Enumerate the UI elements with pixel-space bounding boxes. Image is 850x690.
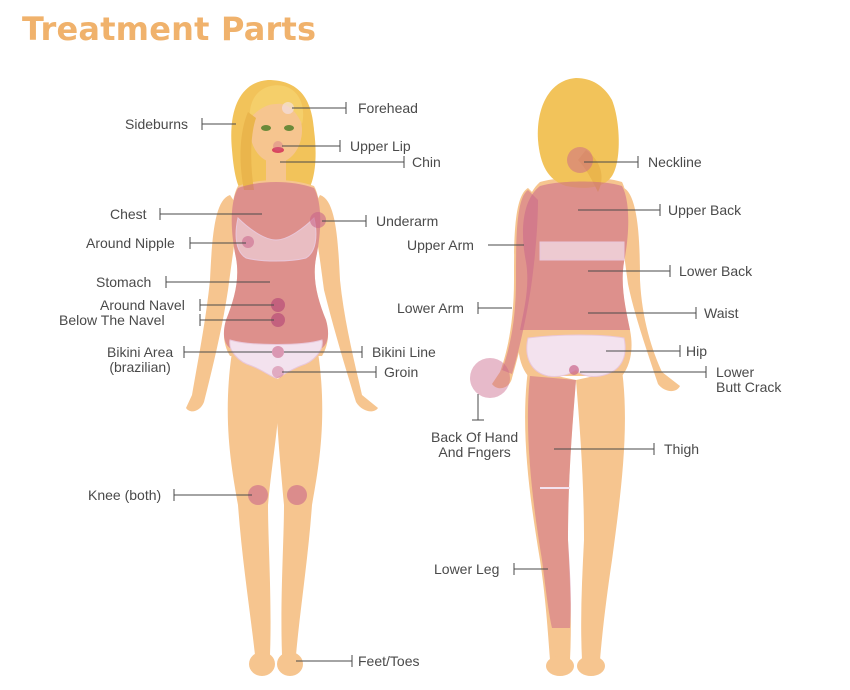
back-right-foot bbox=[577, 656, 605, 676]
front-groin-zone bbox=[272, 366, 284, 378]
label-lower-leg: Lower Leg bbox=[434, 561, 500, 577]
front-right-foot bbox=[277, 652, 303, 676]
leader-stomach bbox=[165, 276, 270, 288]
front-right-arm bbox=[312, 195, 378, 412]
label-below-navel: Below The Navel bbox=[59, 312, 165, 328]
leader-thigh bbox=[554, 443, 655, 455]
page-title: Treatment Parts bbox=[22, 10, 317, 48]
back-right-arm bbox=[618, 188, 680, 392]
leader-forehead bbox=[292, 102, 347, 114]
leader-hip bbox=[606, 345, 681, 357]
leader-upper-lip bbox=[282, 140, 341, 152]
label-bikini-area: Bikini Area (brazilian) bbox=[107, 344, 174, 375]
label-chest: Chest bbox=[110, 206, 147, 222]
leader-underarm bbox=[322, 215, 367, 227]
leader-below-navel bbox=[199, 314, 274, 326]
label-forehead: Forehead bbox=[358, 100, 418, 116]
front-right-eye bbox=[284, 125, 294, 131]
leader-chin bbox=[280, 156, 405, 168]
front-left-arm bbox=[186, 195, 240, 412]
leader-around-nipple bbox=[189, 237, 246, 249]
leader-bikini-line bbox=[284, 346, 363, 358]
back-right-leg bbox=[576, 370, 625, 660]
back-figure bbox=[470, 78, 680, 676]
label-stomach: Stomach bbox=[96, 274, 152, 290]
front-upper-lip-zone bbox=[273, 141, 283, 151]
front-torso-zone bbox=[223, 182, 329, 348]
front-figure bbox=[186, 80, 378, 676]
leader-lines bbox=[159, 102, 707, 667]
front-lips bbox=[272, 147, 284, 153]
label-upper-back: Upper Back bbox=[668, 202, 742, 218]
label-knee: Knee (both) bbox=[88, 487, 162, 503]
leader-feet-toes bbox=[296, 655, 353, 667]
back-bra bbox=[539, 241, 625, 261]
front-neck bbox=[266, 160, 286, 186]
leader-lower-back bbox=[588, 265, 671, 277]
label-sideburns: Sideburns bbox=[125, 116, 189, 132]
front-left-knee-zone bbox=[248, 485, 268, 505]
label-upper-arm: Upper Arm bbox=[407, 237, 474, 253]
back-left-arm-zone bbox=[502, 190, 538, 374]
label-lower-back: Lower Back bbox=[679, 263, 753, 279]
front-forehead-zone bbox=[282, 102, 294, 114]
leader-around-navel bbox=[199, 299, 274, 311]
label-groin: Groin bbox=[384, 364, 419, 380]
front-nipple-zone bbox=[242, 236, 254, 248]
label-bikini-line: Bikini Line bbox=[372, 344, 436, 360]
front-underwear bbox=[229, 339, 323, 379]
leader-waist bbox=[588, 307, 697, 319]
label-back-of-hand: Back Of Hand And Fngers bbox=[431, 429, 519, 460]
front-hair-side bbox=[240, 112, 256, 190]
leader-hand bbox=[472, 394, 484, 421]
front-right-knee-zone bbox=[287, 485, 307, 505]
front-below-navel-zone bbox=[271, 313, 285, 327]
front-bra bbox=[235, 217, 317, 262]
label-around-navel: Around Navel bbox=[100, 297, 185, 313]
front-underarm-zone bbox=[310, 212, 326, 228]
leader-bikini-area bbox=[183, 346, 272, 358]
front-navel-zone bbox=[271, 298, 285, 312]
back-butt-crack-zone bbox=[569, 365, 579, 375]
back-hand-zone bbox=[470, 358, 510, 398]
leader-upper-back bbox=[578, 204, 661, 216]
front-bikini-zone bbox=[272, 346, 284, 358]
label-lower-butt-crack: Lower Butt Crack bbox=[716, 364, 782, 395]
leader-lower-leg bbox=[513, 563, 548, 575]
front-left-eye bbox=[261, 125, 271, 131]
back-neckline-zone bbox=[567, 147, 593, 173]
back-leg-zone bbox=[527, 376, 576, 628]
label-feet-toes: Feet/Toes bbox=[358, 653, 420, 669]
leader-sideburns bbox=[201, 118, 236, 130]
leader-chest bbox=[159, 208, 262, 220]
front-left-foot bbox=[249, 652, 275, 676]
leader-knee bbox=[173, 489, 252, 501]
label-neckline: Neckline bbox=[648, 154, 702, 170]
label-thigh: Thigh bbox=[664, 441, 700, 457]
label-upper-lip: Upper Lip bbox=[350, 138, 411, 154]
back-hair bbox=[537, 78, 619, 188]
back-underwear bbox=[526, 334, 626, 377]
label-underarm: Underarm bbox=[376, 213, 439, 229]
label-lower-arm: Lower Arm bbox=[397, 300, 464, 316]
label-waist: Waist bbox=[704, 305, 739, 321]
front-hair-fringe bbox=[249, 85, 304, 124]
back-left-foot bbox=[546, 656, 574, 676]
label-chin: Chin bbox=[412, 154, 441, 170]
label-around-nipple: Around Nipple bbox=[86, 235, 175, 251]
leader-butt-crack bbox=[580, 366, 707, 378]
leader-lower-arm bbox=[477, 302, 512, 314]
leader-groin bbox=[282, 366, 377, 378]
label-hip: Hip bbox=[686, 343, 708, 359]
leader-neckline bbox=[584, 156, 639, 168]
